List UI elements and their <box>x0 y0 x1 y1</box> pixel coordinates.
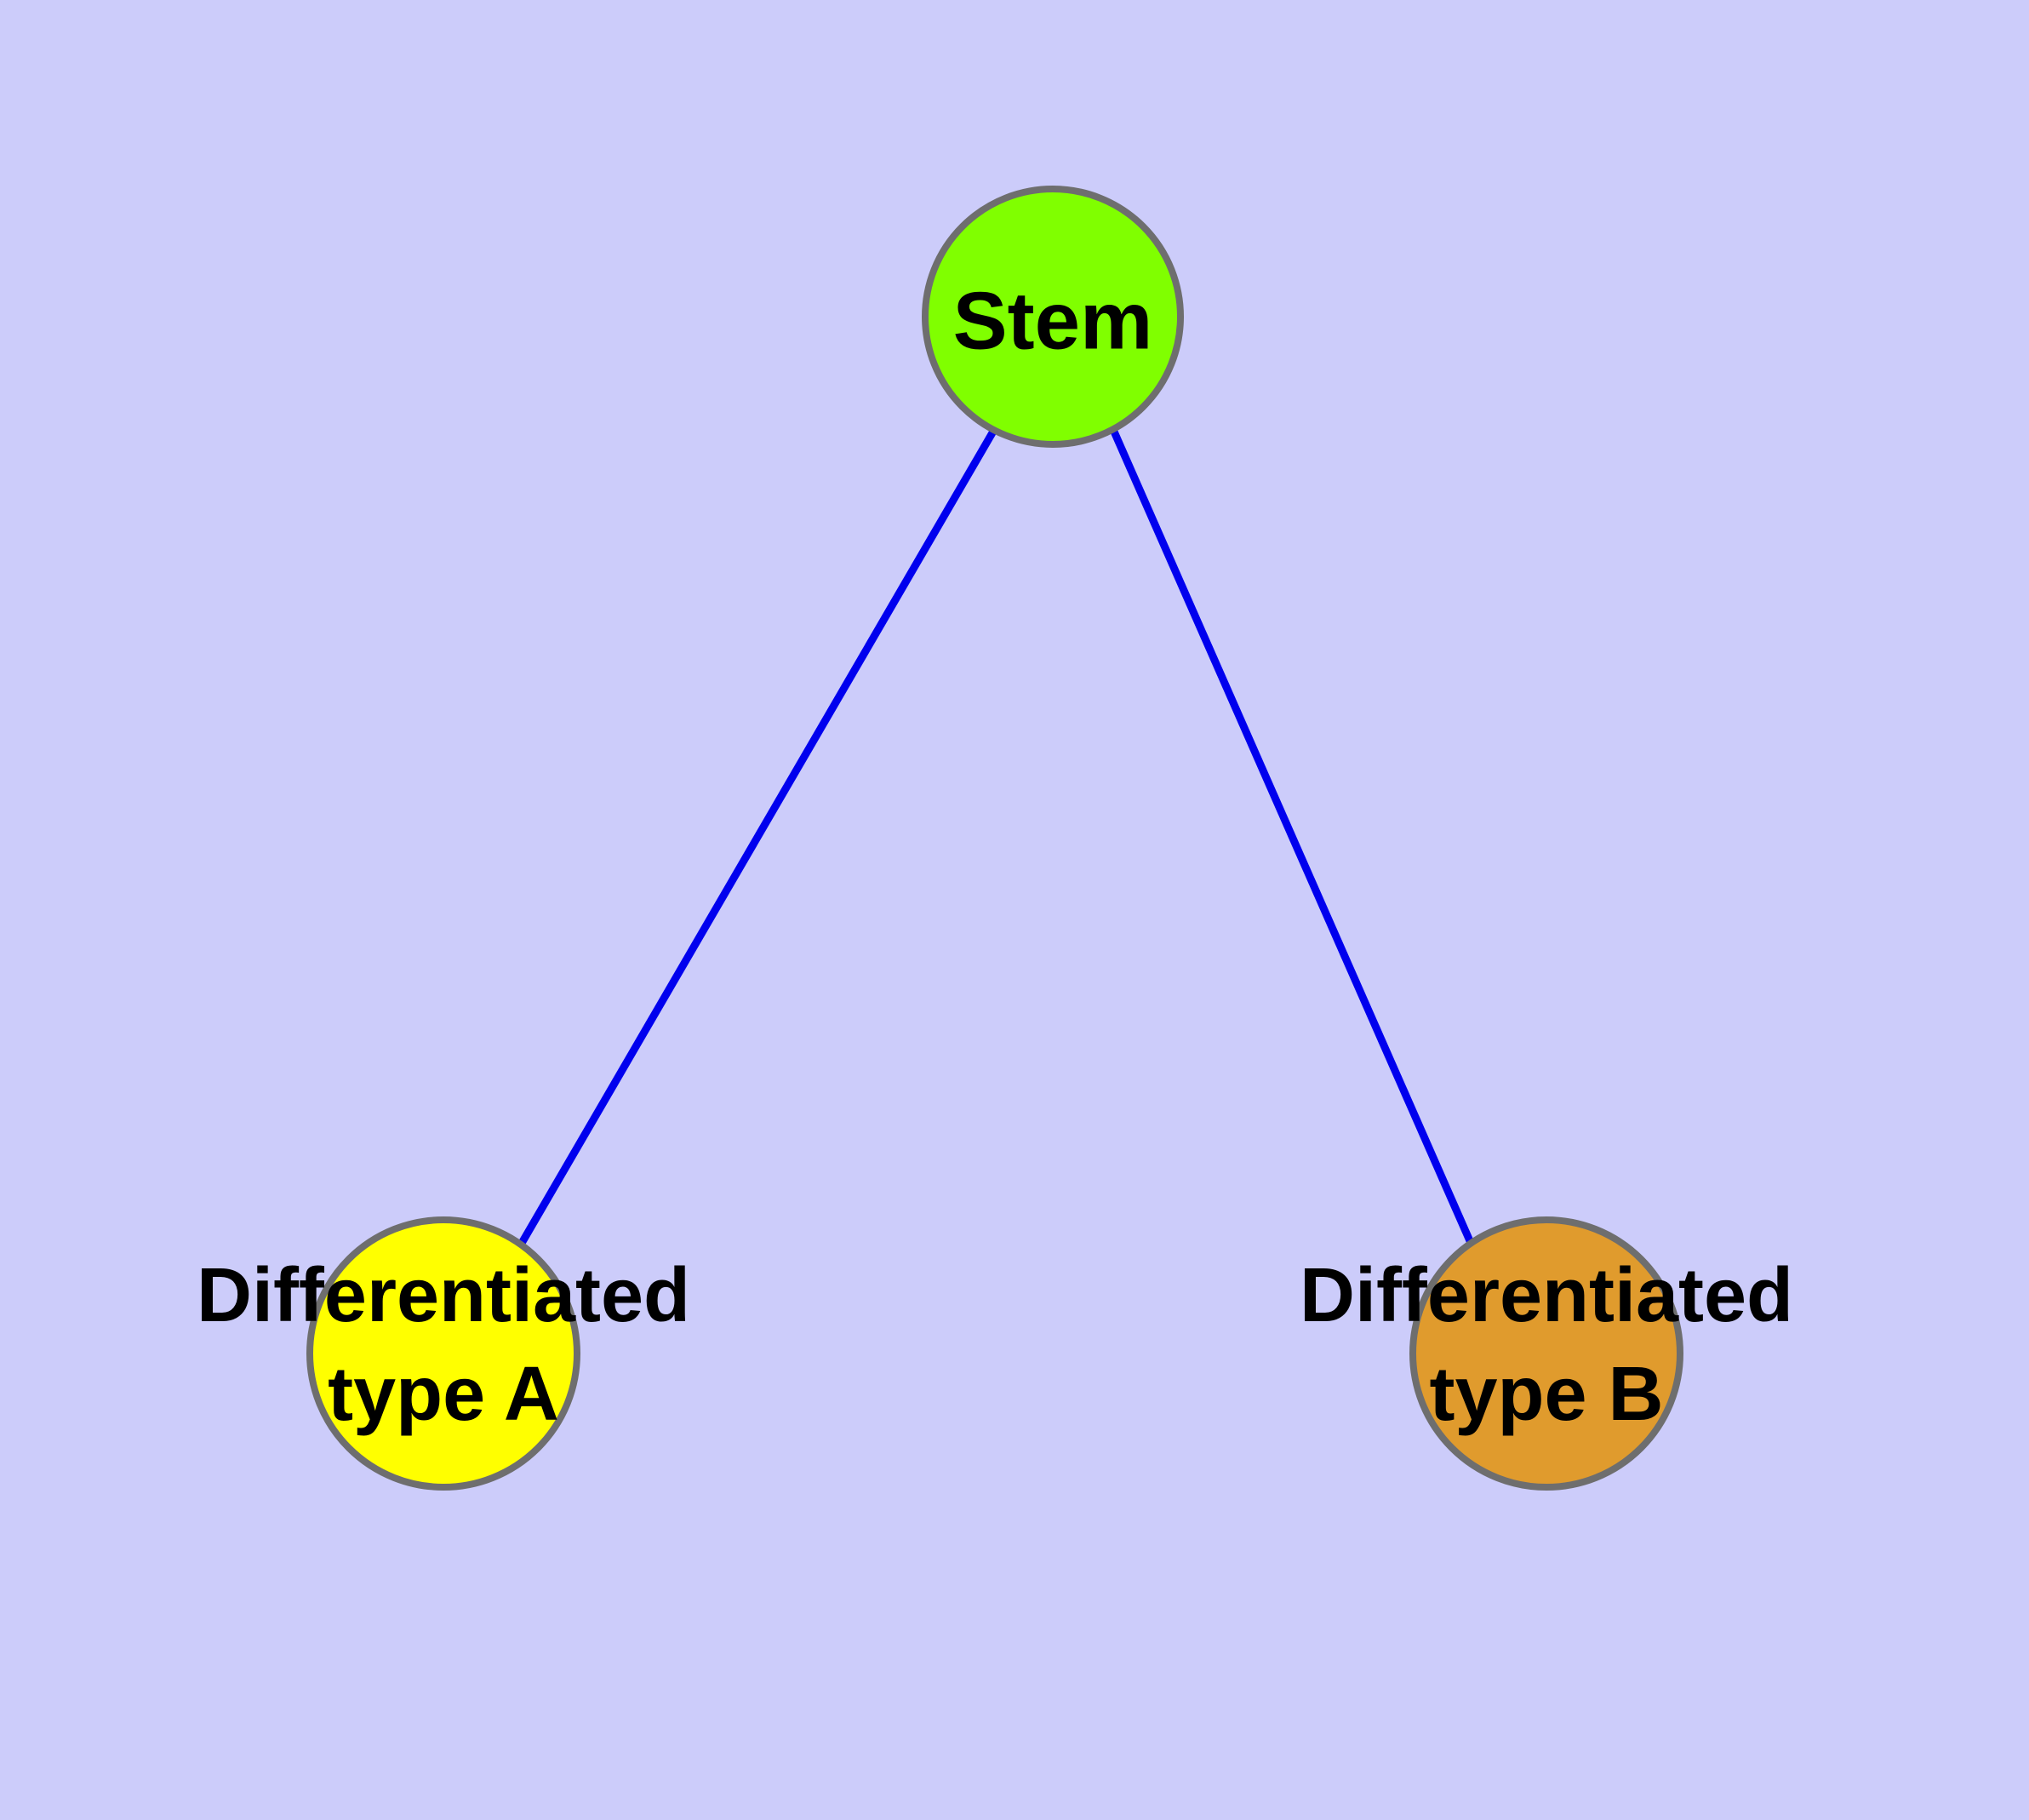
node-differentiated-type-b[interactable]: Differentiated type B <box>1300 1216 1793 1491</box>
node-differentiated-type-a-circle[interactable] <box>306 1216 580 1491</box>
edge-stem-to-differentiated-type-a[interactable] <box>517 427 997 1247</box>
edge-layer <box>517 427 1475 1247</box>
node-differentiated-type-a-label-line2: type A <box>328 1352 559 1437</box>
edge-stem-to-differentiated-type-b[interactable] <box>1110 430 1475 1245</box>
node-stem-label: Stem <box>953 275 1153 366</box>
node-differentiated-type-a[interactable]: Differentiated type A <box>197 1216 690 1491</box>
node-stem-circle[interactable] <box>922 186 1184 448</box>
node-differentiated-type-a-label-line1: Differentiated <box>197 1253 690 1338</box>
node-layer: Stem Differentiated type A Differentiate… <box>197 186 1793 1491</box>
node-stem[interactable]: Stem <box>922 186 1184 448</box>
node-differentiated-type-b-label-line1: Differentiated <box>1300 1253 1793 1338</box>
node-differentiated-type-b-circle[interactable] <box>1409 1216 1683 1491</box>
node-differentiated-type-b-label-line2: type B <box>1429 1352 1663 1437</box>
